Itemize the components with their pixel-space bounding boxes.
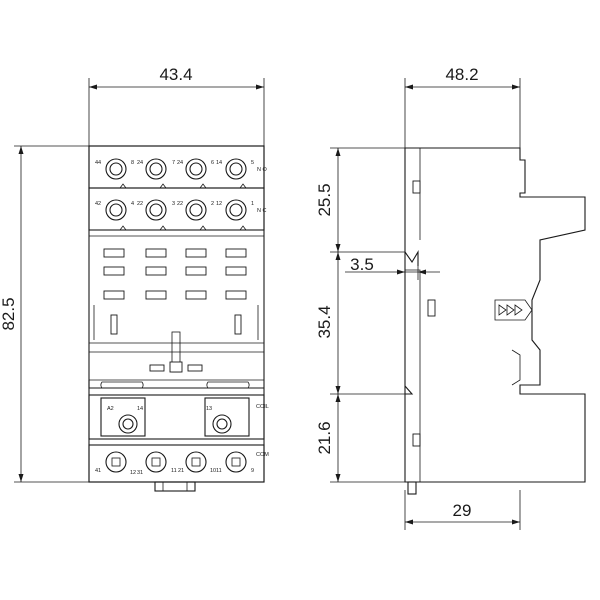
base-depth-label: 29 xyxy=(453,501,472,520)
svg-text:COIL: COIL xyxy=(256,404,269,410)
svg-text:14: 14 xyxy=(137,406,143,412)
row2-screws xyxy=(105,199,247,221)
svg-text:14: 14 xyxy=(216,160,222,166)
side-width-dimension: 48.2 xyxy=(404,65,521,148)
front-width-dimension: 43.4 xyxy=(88,65,265,146)
overall-height-label: 82.5 xyxy=(0,297,18,330)
terminal-row-2 xyxy=(88,187,265,231)
svg-text:11: 11 xyxy=(216,468,222,474)
svg-text:N C: N C xyxy=(257,208,267,214)
svg-text:13: 13 xyxy=(206,406,212,412)
svg-text:COM: COM xyxy=(256,452,269,458)
svg-text:4: 4 xyxy=(131,201,134,207)
svg-text:24: 24 xyxy=(137,160,143,166)
row2-labels: 42 4 22 3 22 2 12 1 N C xyxy=(95,201,267,214)
terminal-row-1 xyxy=(88,145,265,189)
upper-height-label: 25.5 xyxy=(315,183,334,216)
svg-text:42: 42 xyxy=(95,201,101,207)
svg-text:6: 6 xyxy=(211,160,214,166)
overall-height-dimension: 82.5 xyxy=(0,145,89,483)
svg-text:3: 3 xyxy=(172,201,175,207)
bottom-screws xyxy=(105,451,247,473)
svg-text:N O: N O xyxy=(257,167,268,173)
side-view xyxy=(404,147,586,495)
svg-text:5: 5 xyxy=(251,160,254,166)
rail-offset-dimension: 3.5 xyxy=(345,255,440,280)
base-depth-dimension: 29 xyxy=(404,490,521,530)
rail-offset-label: 3.5 xyxy=(350,255,374,274)
svg-text:12: 12 xyxy=(216,201,222,207)
svg-text:10: 10 xyxy=(210,468,216,474)
svg-text:22: 22 xyxy=(177,201,183,207)
svg-text:A2: A2 xyxy=(107,406,114,412)
bottom-labels: 41 12 31 11 21 10 11 9 COM xyxy=(95,452,269,476)
svg-text:24: 24 xyxy=(177,160,183,166)
svg-text:8: 8 xyxy=(131,160,134,166)
lower-block: A2 14 13 COIL 41 12 31 11 21 10 11 9 COM xyxy=(88,380,269,492)
height-breakdown-dimensions: 25.5 35.4 21.6 xyxy=(315,147,405,483)
direction-arrows xyxy=(494,299,533,321)
svg-text:44: 44 xyxy=(95,160,101,166)
row1-screws xyxy=(105,158,247,180)
svg-text:1: 1 xyxy=(251,201,254,207)
middle-slots xyxy=(89,235,264,381)
svg-text:22: 22 xyxy=(137,201,143,207)
svg-text:2: 2 xyxy=(211,201,214,207)
svg-text:41: 41 xyxy=(95,468,101,474)
svg-text:31: 31 xyxy=(137,470,143,476)
svg-text:9: 9 xyxy=(251,468,254,474)
row1-labels: 44 8 24 7 24 6 14 5 N O xyxy=(95,160,268,173)
svg-text:21: 21 xyxy=(178,468,184,474)
lower-height-label: 21.6 xyxy=(315,421,334,454)
middle-height-label: 35.4 xyxy=(315,305,334,338)
svg-text:7: 7 xyxy=(172,160,175,166)
front-width-label: 43.4 xyxy=(159,65,192,84)
svg-text:11: 11 xyxy=(171,468,177,474)
side-width-label: 48.2 xyxy=(445,65,478,84)
front-view: 44 8 24 7 24 6 14 5 N O 42 4 22 3 22 2 1… xyxy=(88,145,269,492)
svg-text:12: 12 xyxy=(130,470,136,476)
